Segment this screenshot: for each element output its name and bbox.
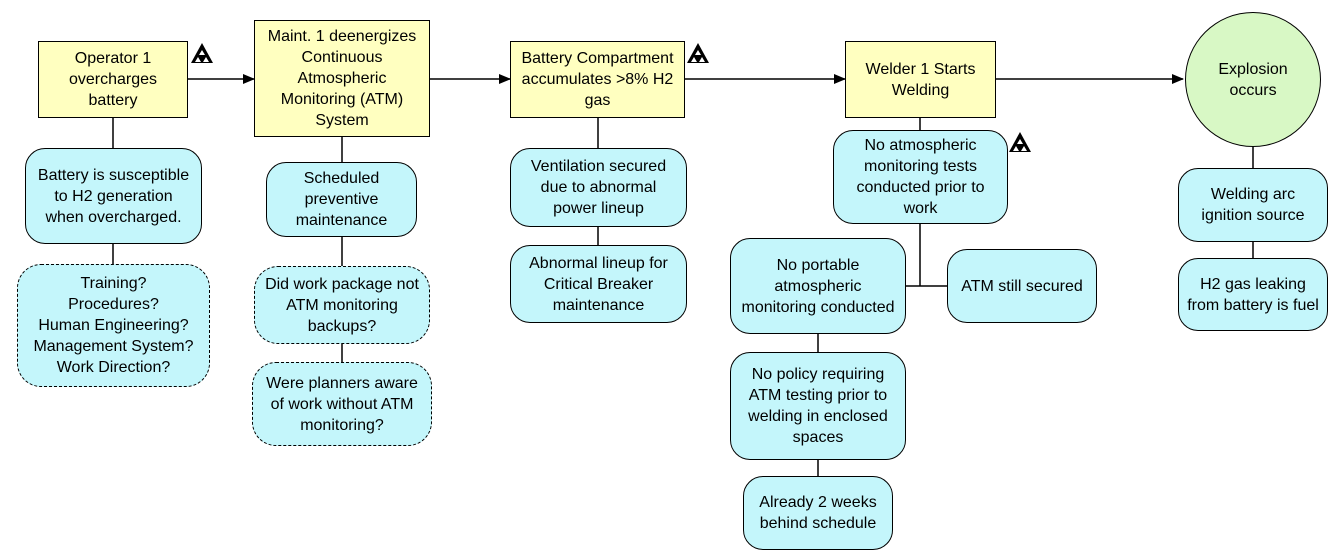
radiation-warning-icon — [1009, 132, 1031, 152]
condition-atm-still-secured: ATM still secured — [947, 249, 1097, 323]
radiation-warning-icon — [687, 43, 709, 63]
condition-scheduled-maintenance: Scheduled preventive maintenance — [266, 162, 417, 237]
condition-abnormal-lineup: Abnormal lineup for Critical Breaker mai… — [510, 245, 687, 323]
radiation-warning-icon — [191, 43, 213, 63]
condition-welding-arc: Welding arc ignition source — [1178, 168, 1328, 242]
condition-battery-susceptible: Battery is susceptible to H2 generation … — [25, 148, 202, 244]
question-planners-aware: Were planners aware of work without ATM … — [252, 362, 432, 446]
event-maint-deenergizes-atm: Maint. 1 deenergizes Continuous Atmosphe… — [254, 20, 430, 137]
event-welder-starts-welding: Welder 1 Starts Welding — [845, 41, 996, 118]
question-training-procedures: Training? Procedures? Human Engineering?… — [17, 264, 210, 387]
condition-no-policy: No policy requiring ATM testing prior to… — [730, 352, 906, 460]
outcome-explosion: Explosion occurs — [1185, 12, 1321, 147]
condition-no-atm-tests: No atmospheric monitoring tests conducte… — [833, 130, 1008, 224]
condition-ventilation-secured: Ventilation secured due to abnormal powe… — [510, 148, 687, 227]
condition-no-portable-monitoring: No portable atmospheric monitoring condu… — [730, 238, 906, 334]
event-operator-overcharges: Operator 1 overcharges battery — [38, 41, 188, 118]
event-battery-accumulates-h2: Battery Compartment accumulates >8% H2 g… — [510, 41, 685, 118]
condition-behind-schedule: Already 2 weeks behind schedule — [743, 476, 893, 550]
question-work-package: Did work package not ATM monitoring back… — [254, 266, 430, 344]
condition-h2-leaking: H2 gas leaking from battery is fuel — [1178, 258, 1328, 331]
